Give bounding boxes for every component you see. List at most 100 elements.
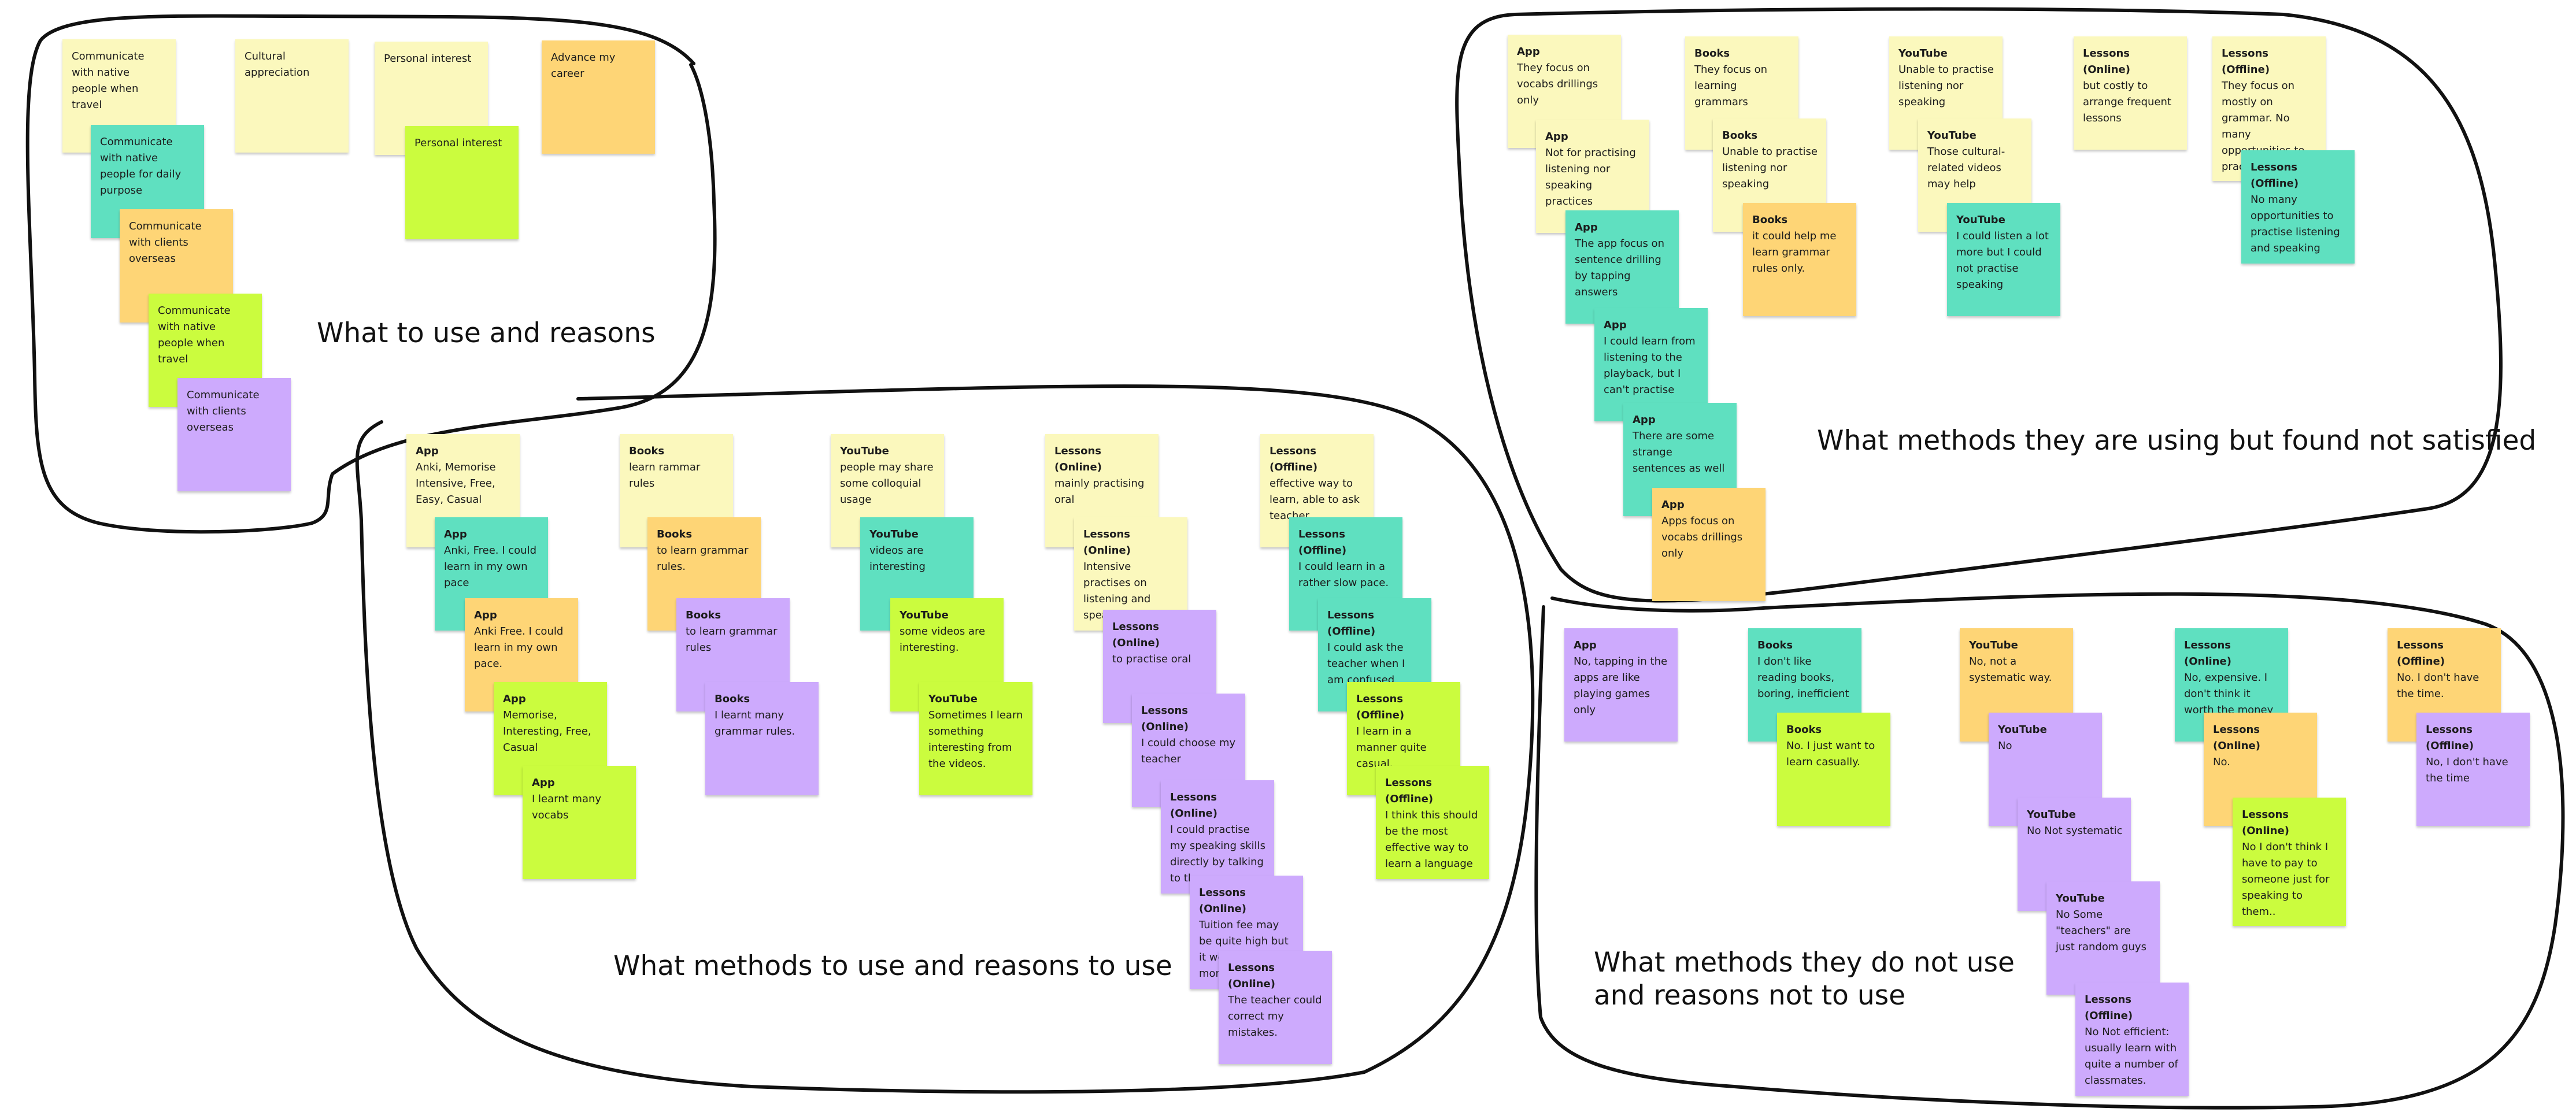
sticky-note-title: YouTube [1998, 724, 2047, 736]
sticky-note-text: No, not a systematic way. [1969, 655, 2052, 684]
sticky-note-title: App [1574, 639, 1597, 651]
sticky-note-title: Books [686, 609, 721, 621]
sticky-note-text: Memorise, Interesting, Free, Casual [503, 709, 591, 754]
sticky-note-title: Lessons (Online) [1199, 887, 1246, 915]
sticky-note[interactable]: App Anki, Memorise Intensive, Free, Easy,… [406, 434, 520, 547]
sticky-note-title: Lessons (Online) [2213, 724, 2260, 752]
sticky-note-text: No Not efficient: usually learn with qui… [2085, 1026, 2178, 1087]
sticky-note[interactable]: Advance my career [542, 40, 655, 154]
sticky-note-title: App [1517, 46, 1540, 58]
sticky-note-title: App [1633, 414, 1656, 426]
sticky-note-text: effective way to learn, able to ask teac… [1270, 477, 1360, 522]
sticky-note-title: Lessons (Online) [1141, 705, 1189, 733]
sticky-note[interactable]: Lessons (Offline)No many opportunities t… [2241, 150, 2355, 264]
sticky-note-title: YouTube [869, 528, 919, 540]
sticky-note-title: Lessons (Offline) [2222, 47, 2270, 76]
sticky-note-text: Communicate with native people when trav… [72, 50, 145, 111]
sticky-note-title: Lessons (Online) [1083, 528, 1131, 557]
sticky-note-text: mainly practising oral [1054, 477, 1145, 506]
sticky-note-title: YouTube [2056, 892, 2105, 905]
sticky-note-title: YouTube [1956, 214, 2005, 226]
sticky-note[interactable]: Lessons (Offline)I think this should be … [1376, 766, 1489, 879]
section-label-not-use-line2: and reasons not to use [1594, 980, 1906, 1011]
sticky-note[interactable]: Lessons (Online)No I don't think I have … [2233, 798, 2346, 926]
sticky-note-title: YouTube [2027, 809, 2076, 821]
sticky-note-text: I don't like reading books, boring, inef… [1757, 655, 1849, 700]
sticky-note-text: No [1998, 740, 2012, 752]
sticky-note-title: Lessons (Online) [1054, 445, 1102, 473]
sticky-note[interactable]: Communicate with native people when trav… [62, 39, 176, 153]
sticky-note-text: to learn grammar rules. [657, 544, 749, 573]
sticky-note-text: I think this should be the most effectiv… [1385, 809, 1478, 870]
sticky-note-title: Books [1694, 47, 1730, 60]
sticky-note-title: YouTube [840, 445, 889, 457]
sticky-note-text: No. I just want to learn casually. [1786, 740, 1875, 768]
sticky-note-text: They focus on learning grammars [1694, 64, 1768, 108]
sticky-note-text: I could learn in a rather slow pace. [1298, 561, 1389, 589]
sticky-note[interactable]: Lessons (Offline) No Not efficient: usual… [2075, 983, 2189, 1096]
sticky-note-text: No. [2213, 756, 2230, 768]
sticky-note-text: some videos are interesting. [900, 625, 986, 654]
sticky-note[interactable]: Cultural appreciation [235, 39, 349, 153]
sticky-note-text: Apps focus on vocabs drillings only [1661, 515, 1743, 559]
sticky-note-title: Books [1722, 129, 1758, 142]
sticky-note-text: I learnt many vocabs [532, 793, 602, 821]
sticky-note-text: Not for practising listening nor speakin… [1545, 147, 1636, 207]
sticky-note-text: Cultural appreciation [245, 50, 310, 79]
sticky-note-title: App [444, 528, 467, 540]
sticky-note-title: YouTube [900, 609, 949, 621]
sticky-note-title: Lessons (Online) [1228, 962, 1275, 990]
sticky-note[interactable]: Lessons (Online)but costly to arrange fr… [2074, 36, 2187, 150]
sticky-note-text: I could listen a lot more but I could no… [1956, 230, 2049, 291]
sticky-note-text: Communicate with native people for daily… [100, 136, 182, 197]
sticky-note-title: Books [1786, 724, 1822, 736]
sticky-note-text: Communicate with native people when trav… [158, 305, 231, 365]
sticky-note[interactable]: Communicate with clients overseas [177, 378, 291, 491]
sticky-note-text: I learnt many grammar rules. [715, 709, 795, 737]
sticky-note-title: App [1545, 131, 1568, 143]
sticky-note-text: No, tapping in the apps are like playing… [1574, 655, 1668, 716]
sticky-note-text: Sometimes I learn something interesting … [928, 709, 1023, 770]
sticky-note-title: Lessons (Offline) [1270, 445, 1318, 473]
sticky-note-title: Lessons (Online) [1170, 791, 1217, 820]
sticky-note-title: Lessons (Offline) [2085, 994, 2133, 1022]
sticky-note-text: Communicate with clients overseas [129, 220, 202, 265]
sticky-note-text: to practise oral [1112, 653, 1191, 665]
sticky-note-title: App [1604, 319, 1627, 331]
sticky-note-title: Lessons (Offline) [1356, 693, 1405, 721]
sticky-note-text: They focus on vocabs drillings only [1517, 62, 1598, 106]
sticky-note-title: Lessons (Offline) [2397, 639, 2445, 668]
sticky-note-text: Anki, Free. I could learn in my own pace [444, 544, 537, 589]
sticky-note-text: it could help me learn grammar rules onl… [1752, 230, 1837, 275]
sticky-note-text: No many opportunities to practise listen… [2251, 194, 2340, 254]
sticky-note-text: The app focus on sentence drilling by ta… [1575, 238, 1664, 298]
sticky-note-title: App [1661, 499, 1685, 511]
sticky-note-title: Lessons (Online) [1112, 621, 1160, 649]
sticky-note[interactable]: YouTube I could listen a lot more but I c… [1947, 203, 2060, 316]
sticky-note-text: Personal interest [414, 137, 502, 149]
sticky-note-text: videos are interesting [869, 544, 926, 573]
section-label-not-satisfied: What methods they are using but found no… [1817, 425, 2537, 457]
sticky-note[interactable]: Lessons (Online)I could practise my spea… [1161, 780, 1274, 894]
sticky-note-text: Anki, Memorise Intensive, Free, Easy, Ca… [416, 461, 496, 506]
sticky-note-text: No, I don't have the time [2426, 756, 2508, 784]
sticky-note-text: No Not systematic [2027, 825, 2123, 837]
sticky-note[interactable]: Lessons (Online)The teacher could correc… [1219, 951, 1332, 1064]
sticky-note-text: Those cultural-related videos may help [1927, 146, 2005, 190]
sticky-note-title: Books [657, 528, 693, 540]
sticky-note-title: App [1575, 221, 1598, 233]
sticky-note[interactable]: Personal interest [405, 126, 519, 239]
sticky-note[interactable]: Lessons (Offline)No, I don't have the ti… [2416, 713, 2530, 826]
section-label-not-use-line1: What methods they do not use [1594, 947, 2015, 978]
